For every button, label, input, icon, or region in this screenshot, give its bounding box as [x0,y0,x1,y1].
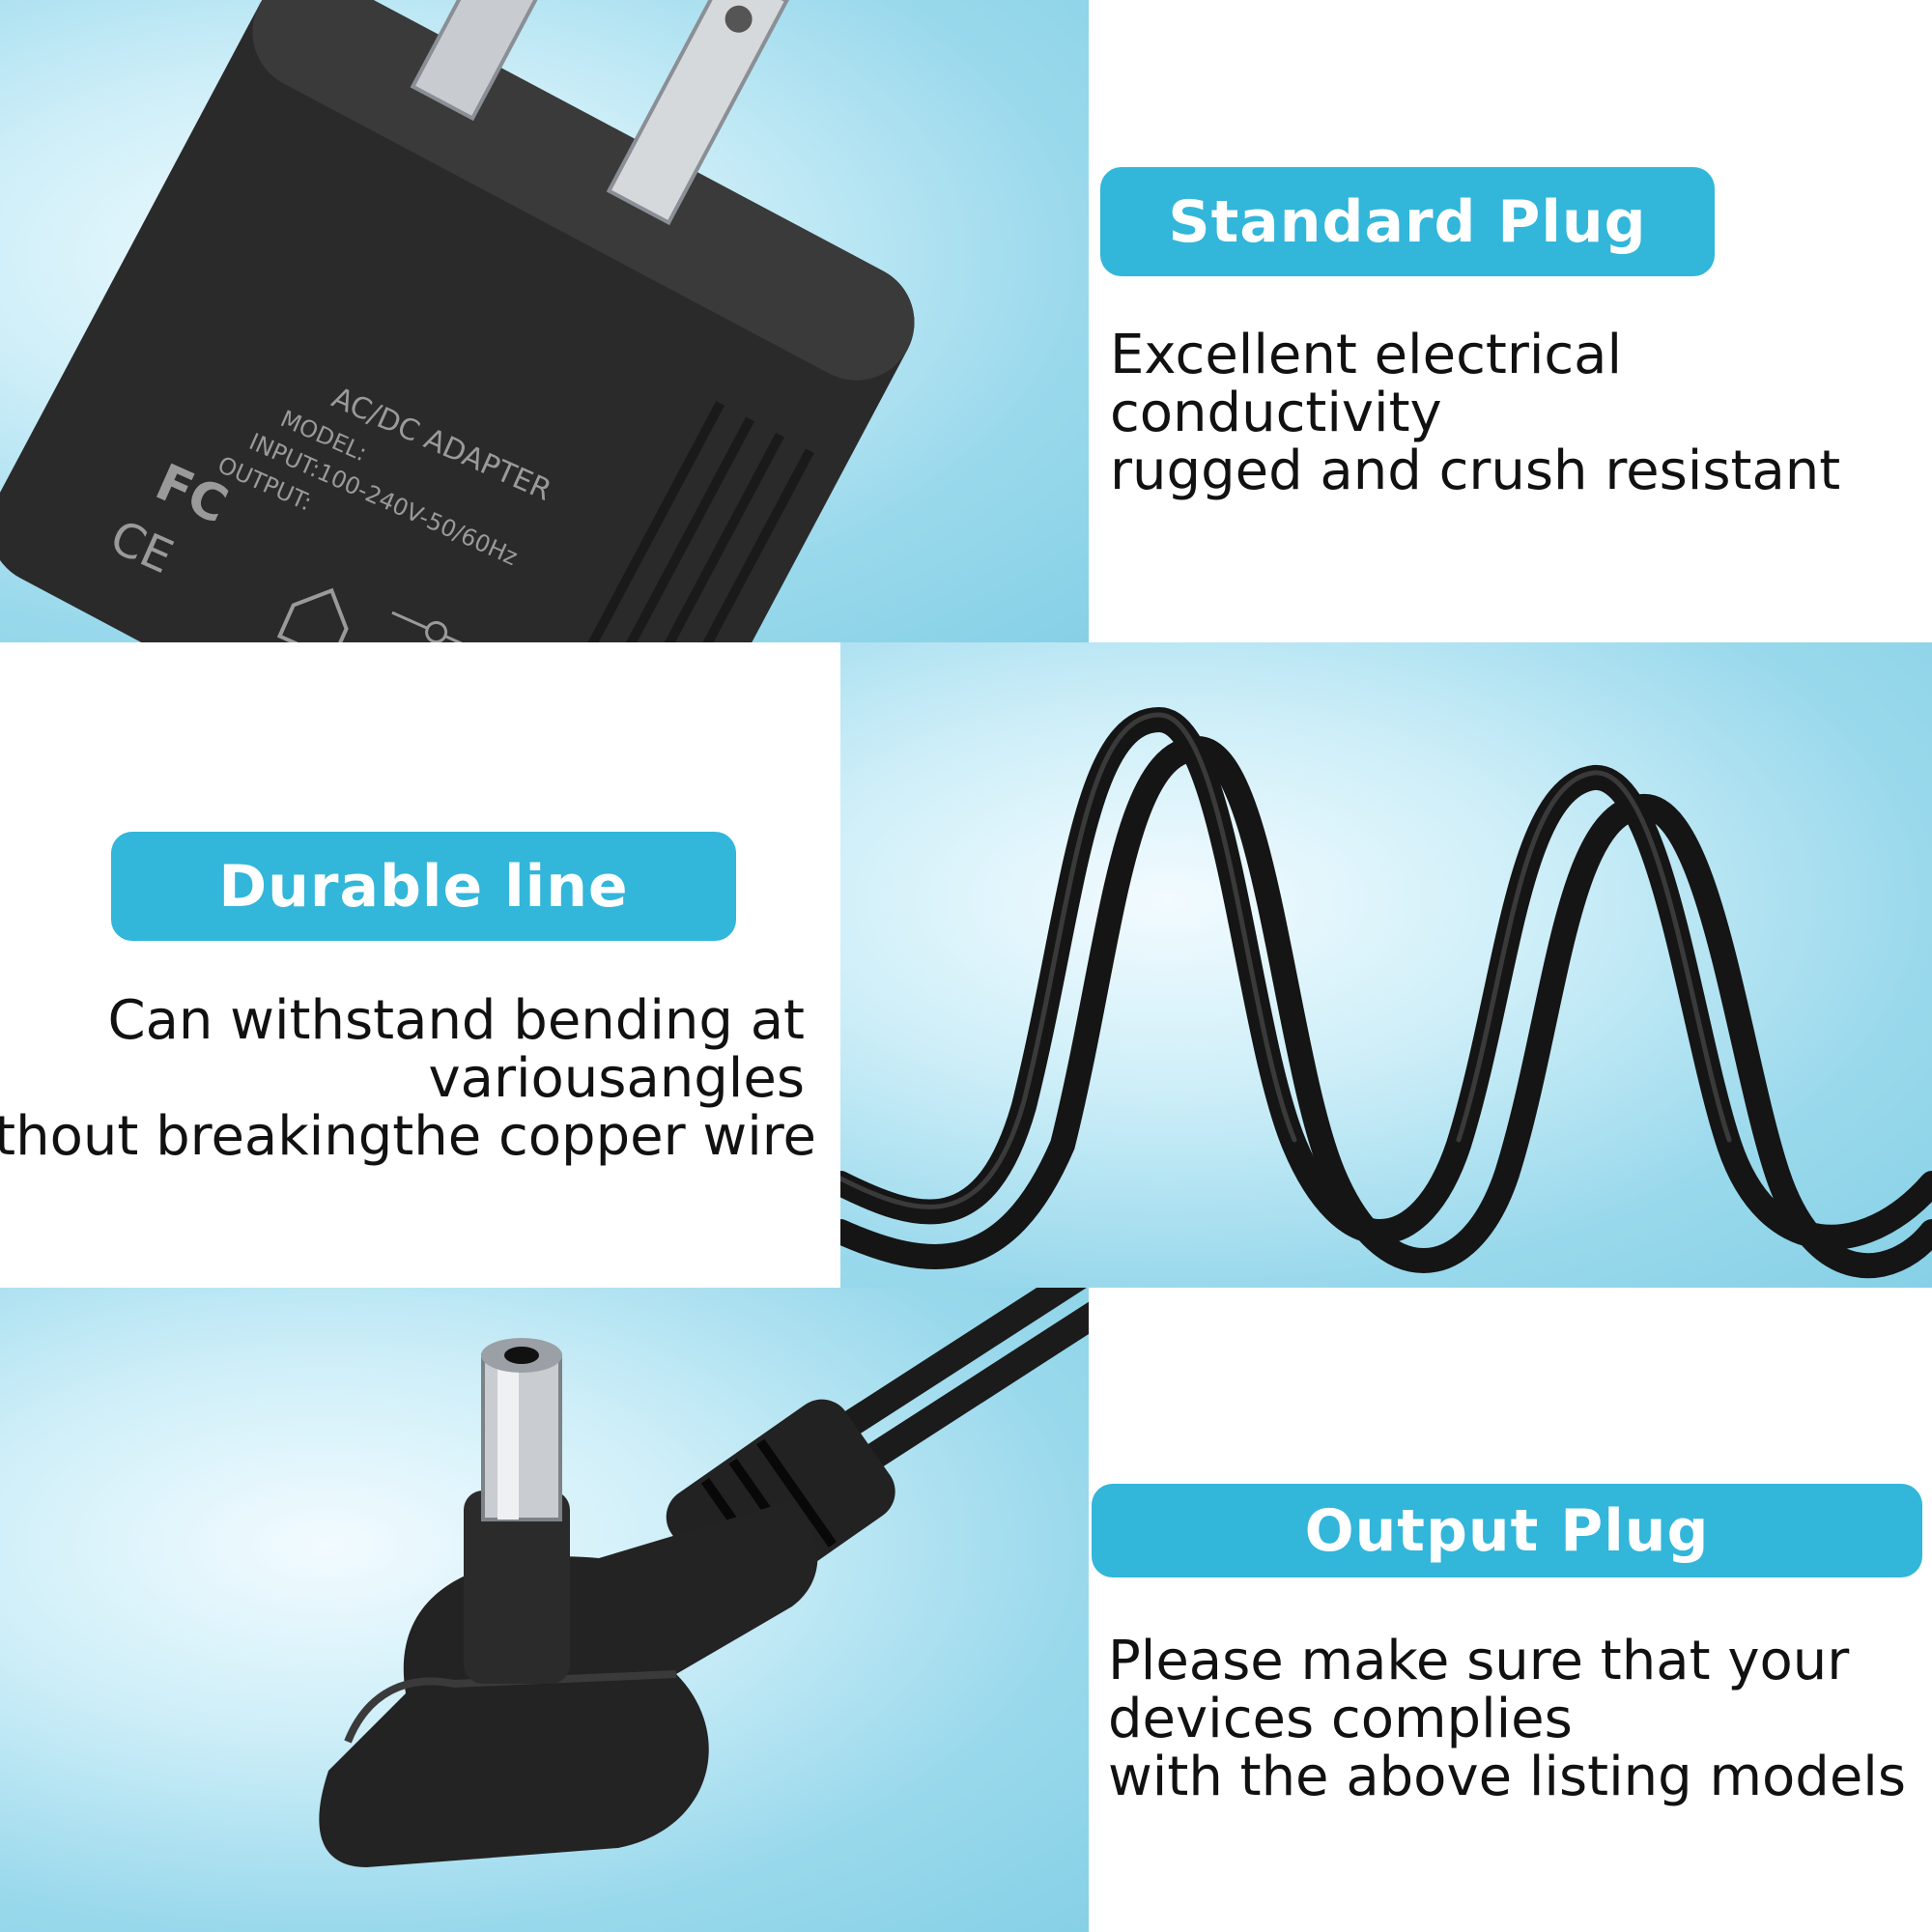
polarity-icon [391,611,481,642]
standard-plug-title: Standard Plug [1100,167,1715,276]
output-plug-title: Output Plug [1092,1484,1922,1577]
description-line: with the above listing models [1108,1746,1907,1808]
description-line: devices complies [1108,1688,1573,1750]
adapter-image-panel: AC/DC ADAPTER MODEL: INPUT:100-240V-50/6… [0,0,1089,642]
description-line: rugged and crush resistant [1110,440,1841,502]
durable-line-panel: Durable line Can withstand bending at va… [0,642,840,1288]
description-line: variousangles [428,1047,805,1110]
wall-adapter-image: AC/DC ADAPTER MODEL: INPUT:100-240V-50/6… [0,0,915,642]
description-line: conductivity [1110,382,1442,444]
output-plug-panel: Output Plug Please make sure that your d… [1089,1288,1932,1932]
dc-barrel-plug-image [319,1288,1089,1867]
power-cable-image [840,706,1932,1279]
durable-line-title-text: Durable line [218,852,629,921]
description-line: Excellent electrical [1110,324,1623,386]
standard-plug-title-text: Standard Plug [1168,187,1647,256]
output-plug-description: Please make sure that your devices compl… [1108,1633,1906,1806]
standard-plug-panel: Standard Plug Excellent electrical condu… [1089,0,1932,642]
standard-plug-description: Excellent electrical conductivity rugged… [1110,327,1840,500]
dc-plug-image-panel [0,1288,1089,1932]
description-line: Please make sure that your [1108,1630,1850,1692]
durable-line-description: Can withstand bending at variousangles w… [0,992,816,1166]
cable-image-panel [840,642,1932,1288]
durable-line-title: Durable line [111,832,736,941]
house-icon [276,587,349,642]
description-line: Can withstand bending at [107,989,805,1052]
description-line: without breakingthe copper wire [0,1105,816,1168]
output-plug-title-text: Output Plug [1304,1496,1710,1565]
